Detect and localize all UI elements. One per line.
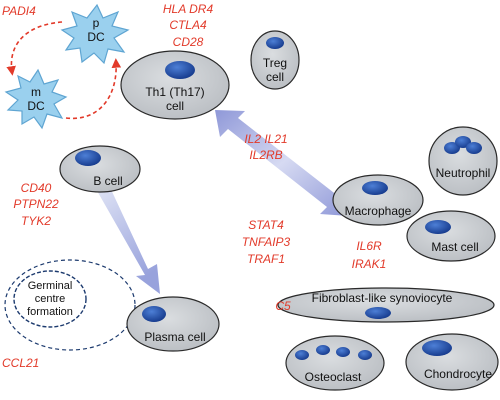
gene-irak1: IRAK1 [352, 257, 387, 271]
chondrocyte-cell: Chondrocyte [405, 333, 499, 391]
macrophage-label: Macrophage [345, 204, 412, 218]
mast-cell: Mast cell [406, 210, 496, 262]
mdc-body [4, 68, 68, 130]
neutrophil-nucleus-lobe-3 [466, 142, 482, 154]
dc-cycle-arrow-right [65, 58, 122, 120]
treg-cell-body [250, 30, 300, 90]
osteoclast-nucleus-1 [295, 350, 309, 360]
mast-cell-nucleus [425, 220, 451, 234]
th1-cell: Th1 (Th17) cell [120, 50, 230, 120]
fibroblast-nucleus [365, 307, 391, 319]
gene-padi4: PADI4 [2, 4, 36, 18]
treg-label-line2: cell [266, 70, 284, 84]
pdc-body [60, 3, 130, 65]
neutrophil-nucleus-lobe-1 [444, 142, 460, 154]
mdc-label-line1: m [31, 85, 41, 99]
osteoclast-nucleus-4 [358, 350, 372, 360]
th1-label-line2: cell [166, 99, 184, 113]
b-cell-nucleus [75, 150, 101, 166]
th1-nucleus [165, 61, 195, 79]
fibroblast-body [277, 287, 495, 323]
macrophage-nucleus [362, 181, 388, 195]
germinal-centre-ellipse [13, 270, 87, 328]
th1-label-line1: Th1 (Th17) [145, 85, 204, 99]
gene-tyk2: TYK2 [21, 214, 51, 228]
gene-il6r: IL6R [356, 239, 382, 253]
gene-tnfaip3: TNFAIP3 [242, 235, 291, 249]
th1-macrophage-arrow [215, 110, 349, 216]
treg-nucleus [266, 37, 284, 49]
mdc-cell: m DC [4, 68, 68, 130]
gene-traf1: TRAF1 [247, 252, 285, 266]
dc-cycle-arrow-left [6, 21, 63, 76]
gene-cd40: CD40 [21, 181, 52, 195]
pdc-label-line1: p [93, 16, 100, 30]
chondrocyte-nucleus [422, 340, 452, 356]
gene-cd28: CD28 [173, 35, 204, 49]
neutrophil-cell: Neutrophil [428, 126, 498, 196]
germinal-label-line1: Germinal [28, 280, 73, 292]
gene-ccl21: CCL21 [2, 356, 39, 370]
macrophage-cell: Macrophage [332, 174, 424, 226]
gene-ptpn22: PTPN22 [13, 197, 59, 211]
osteoclast-cell: Osteoclast [285, 335, 385, 391]
mast-cell-label: Mast cell [431, 240, 478, 254]
osteoclast-body [285, 335, 385, 391]
plasma-cell-nucleus [142, 306, 166, 322]
b-cell-label: B cell [93, 174, 122, 188]
germinal-label-line3: formation [27, 306, 73, 318]
treg-label-line1: Treg [263, 56, 287, 70]
gene-il2-il21: IL2 IL21 [244, 132, 287, 146]
gene-il2rb: IL2RB [249, 148, 282, 162]
th1-cell-body [120, 50, 230, 120]
gene-c5: C5 [275, 299, 291, 313]
treg-cell: Treg cell [250, 30, 300, 90]
fibroblast-label: Fibroblast-like synoviocyte [312, 291, 453, 305]
bcell-plasma-arrow [96, 183, 160, 294]
chondrocyte-body [405, 333, 499, 391]
chondrocyte-label: Chondrocyte [424, 367, 492, 381]
osteoclast-nucleus-3 [336, 347, 350, 357]
plasma-cell-label: Plasma cell [144, 330, 205, 344]
plasma-cell: Plasma cell [126, 296, 220, 352]
neutrophil-body [428, 126, 498, 196]
mdc-label-line2: DC [27, 99, 45, 113]
fibroblast-synoviocyte-cell: Fibroblast-like synoviocyte [277, 287, 495, 323]
gene-hla-dr4: HLA DR4 [163, 2, 214, 16]
germinal-label-line2: centre [35, 293, 66, 305]
b-cell: B cell [59, 145, 141, 193]
gene-stat4: STAT4 [248, 218, 284, 232]
neutrophil-nucleus-lobe-2 [455, 136, 471, 148]
gene-ctla4: CTLA4 [169, 18, 207, 32]
germinal-outer-dashed-ellipse [4, 259, 136, 351]
macrophage-body [332, 174, 424, 226]
neutrophil-label: Neutrophil [436, 166, 491, 180]
osteoclast-nucleus-2 [316, 345, 330, 355]
osteoclast-label: Osteoclast [305, 370, 362, 384]
pdc-cell: p DC [60, 3, 130, 65]
pdc-label-line2: DC [87, 30, 105, 44]
